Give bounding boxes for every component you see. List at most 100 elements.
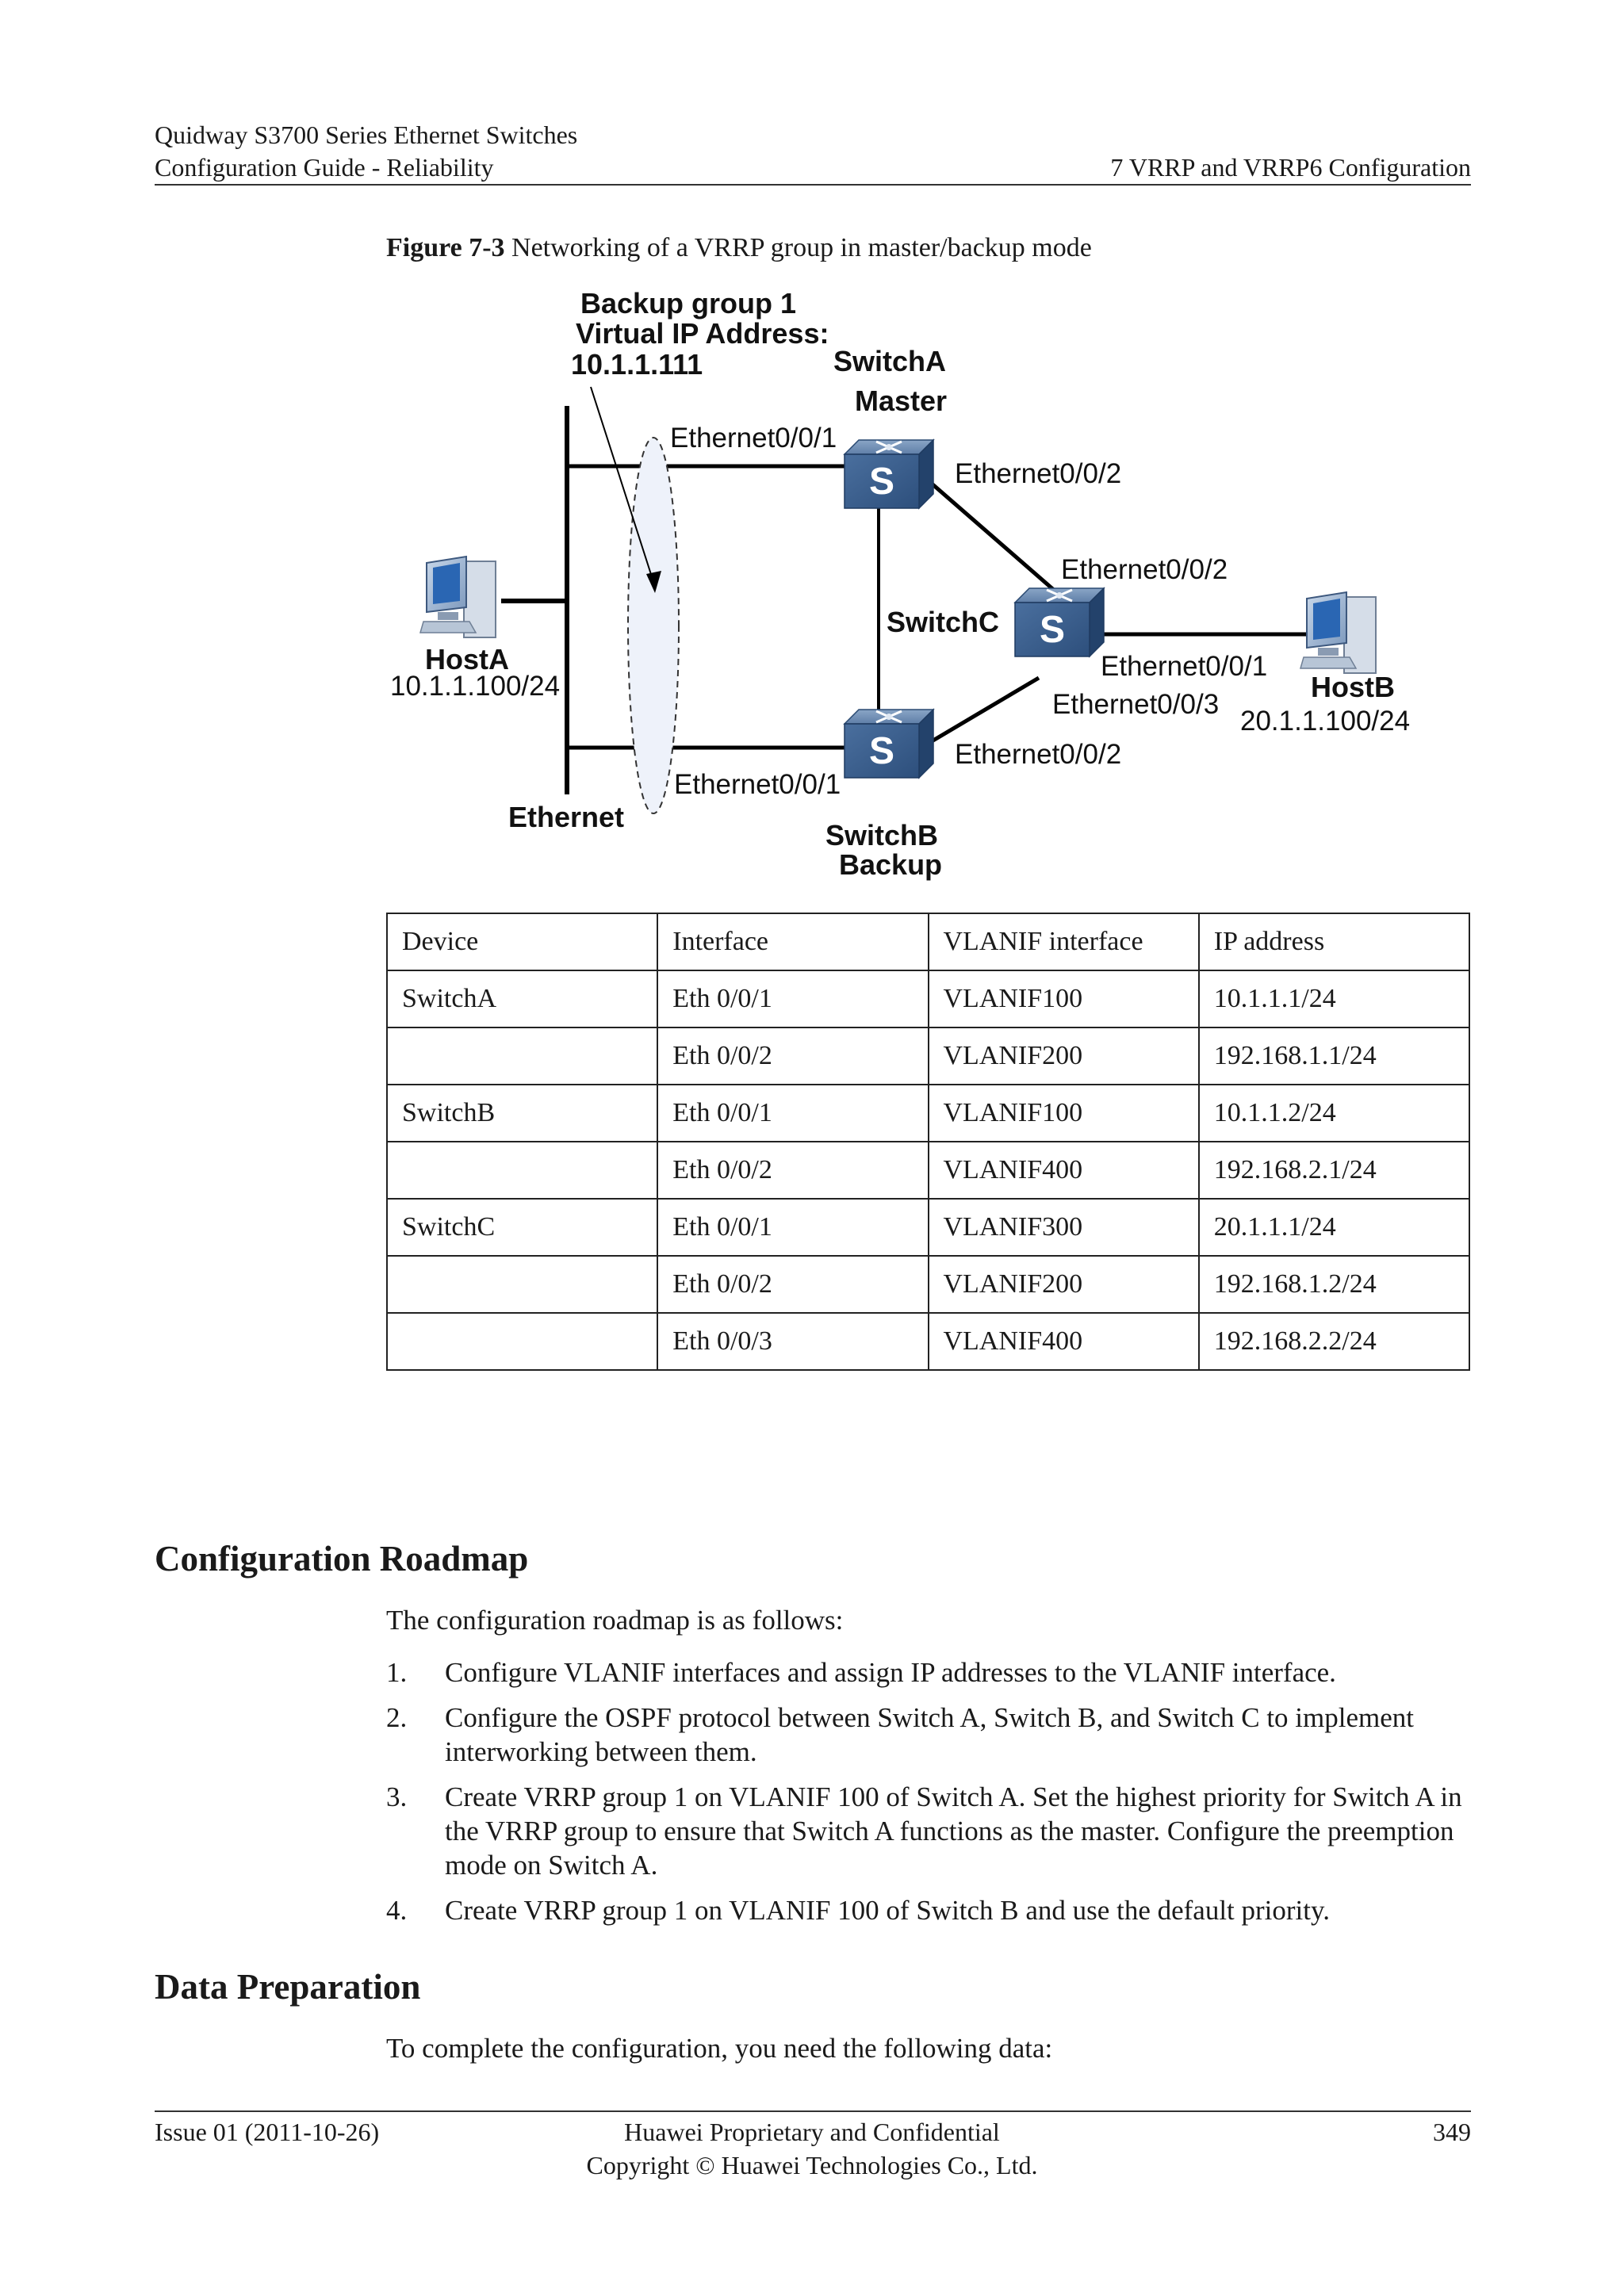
- table-header-cell: Device: [385, 913, 659, 971]
- header-rule: [155, 184, 1471, 186]
- switch-a-icon: S: [843, 438, 935, 510]
- switch-b-icon: S: [843, 708, 935, 779]
- table-row: Eth 0/0/2 VLANIF400 192.168.2.1/24: [385, 1141, 1471, 1200]
- table-row: SwitchB Eth 0/0/1 VLANIF100 10.1.1.2/24: [385, 1084, 1471, 1142]
- roadmap-steps: 1. Configure VLANIF interfaces and assign…: [386, 1655, 1473, 1938]
- master-label: Master: [855, 385, 947, 417]
- table-cell: [385, 1027, 659, 1085]
- table-row: Eth 0/0/2 VLANIF200 192.168.1.2/24: [385, 1255, 1471, 1314]
- list-item: 2. Configure the OSPF protocol between Sw…: [386, 1701, 1473, 1769]
- footer-page-number: 349: [1433, 2118, 1471, 2146]
- step-number: 2.: [386, 1702, 408, 1733]
- switch-c-eth3-label: Ethernet0/0/3: [1052, 689, 1219, 720]
- switch-c-eth1-label: Ethernet0/0/1: [1101, 651, 1267, 682]
- virtual-ip-label: Virtual IP Address:: [576, 317, 829, 350]
- backup-group-label: Backup group 1: [580, 287, 796, 320]
- table-header-row: Device Interface VLANIF interface IP add…: [385, 913, 1471, 971]
- vrrp-group-ellipse: [627, 437, 680, 814]
- switch-c-eth2-label: Ethernet0/0/2: [1061, 554, 1228, 585]
- table-header-cell: VLANIF interface: [927, 913, 1200, 971]
- link-switchb-switchc: [930, 675, 1040, 744]
- switch-b-eth1-label: Ethernet0/0/1: [674, 769, 841, 800]
- table-cell: VLANIF100: [927, 1084, 1200, 1142]
- table-header-cell: Interface: [657, 913, 929, 971]
- table-cell: VLANIF400: [927, 1312, 1200, 1371]
- figure-caption: Figure 7-3 Networking of a VRRP group in…: [386, 233, 1092, 263]
- switch-a-eth1-label: Ethernet0/0/1: [670, 423, 837, 453]
- step-text: Create VRRP group 1 on VLANIF 100 of Swi…: [445, 1781, 1462, 1881]
- table-cell: VLANIF400: [927, 1141, 1200, 1200]
- table-cell: Eth 0/0/2: [657, 1255, 929, 1314]
- host-a-ip: 10.1.1.100/24: [390, 671, 560, 702]
- table-cell: 10.1.1.1/24: [1197, 970, 1471, 1028]
- network-diagram: S S S Backup group 1 Virtual IP Addre: [390, 287, 1410, 881]
- virtual-ip-arrow: [590, 386, 656, 587]
- list-item: 4. Create VRRP group 1 on VLANIF 100 of S…: [386, 1893, 1473, 1927]
- host-b-ip: 20.1.1.100/24: [1240, 706, 1410, 737]
- switch-b-label: SwitchB: [825, 819, 938, 851]
- backup-label: Backup: [839, 848, 942, 881]
- table-cell: VLANIF200: [927, 1255, 1200, 1314]
- data-prep-heading: Data Preparation: [155, 1967, 421, 2007]
- footer-copyright: Copyright © Huawei Technologies Co., Ltd…: [586, 2151, 1038, 2179]
- switch-b-glyph: S: [869, 730, 894, 772]
- step-text: Configure the OSPF protocol between Swit…: [445, 1702, 1414, 1767]
- table-cell: 192.168.1.1/24: [1197, 1027, 1471, 1085]
- table-cell: 20.1.1.1/24: [1197, 1198, 1471, 1257]
- switch-a-glyph: S: [869, 461, 894, 503]
- switch-c-icon: S: [1013, 587, 1105, 658]
- list-item: 3.Create VRRP group 1 on VLANIF 100 of S…: [386, 1780, 1473, 1882]
- switch-b-eth2-label: Ethernet0/0/2: [955, 739, 1121, 770]
- table-cell: 192.168.2.2/24: [1197, 1312, 1471, 1371]
- table-cell: VLANIF100: [927, 970, 1200, 1028]
- data-prep-intro: To complete the configuration, you need …: [386, 2033, 1053, 2064]
- table-cell: SwitchC: [385, 1198, 659, 1257]
- host-a-label: HostA: [425, 643, 509, 675]
- roadmap-intro: The configuration roadmap is as follows:: [386, 1605, 844, 1636]
- footer-rule: [155, 2110, 1471, 2112]
- table-row: SwitchA Eth 0/0/1 VLANIF100 10.1.1.1/24: [385, 970, 1471, 1028]
- table-row: Eth 0/0/3 VLANIF400 192.168.2.2/24: [385, 1312, 1471, 1371]
- virtual-ip-value: 10.1.1.111: [571, 348, 703, 381]
- table-row: Eth 0/0/2 VLANIF200 192.168.1.1/24: [385, 1027, 1471, 1085]
- table-cell: 192.168.1.2/24: [1197, 1255, 1471, 1314]
- switch-c-label: SwitchC: [887, 606, 999, 638]
- footer-issue: Issue 01 (2011-10-26): [155, 2118, 380, 2146]
- switch-c-glyph: S: [1040, 609, 1065, 651]
- table-cell: Eth 0/0/1: [657, 1084, 929, 1142]
- host-a-pc-icon: [419, 555, 496, 638]
- virtual-ip-arrowhead: [646, 571, 661, 593]
- roadmap-heading: Configuration Roadmap: [155, 1539, 529, 1578]
- footer-confidential: Huawei Proprietary and Confidential: [624, 2118, 1000, 2146]
- switch-a-label: SwitchA: [833, 345, 946, 377]
- table-cell: Eth 0/0/1: [657, 970, 929, 1028]
- table-cell: Eth 0/0/3: [657, 1312, 929, 1371]
- table-cell: SwitchA: [385, 970, 659, 1028]
- list-item: 1. Configure VLANIF interfaces and assign…: [386, 1655, 1473, 1689]
- step-text: Configure VLANIF interfaces and assign I…: [445, 1657, 1336, 1688]
- table-cell: SwitchB: [385, 1084, 659, 1142]
- figure-title: Networking of a VRRP group in master/bac…: [511, 233, 1092, 262]
- link-switcha-switchc: [930, 482, 1056, 592]
- table-cell: VLANIF200: [927, 1027, 1200, 1085]
- table-cell: 192.168.2.1/24: [1197, 1141, 1471, 1200]
- step-number: 1.: [386, 1657, 408, 1688]
- header-chapter: 7 VRRP and VRRP6 Configuration: [1110, 153, 1471, 182]
- step-text: Create VRRP group 1 on VLANIF 100 of Swi…: [445, 1895, 1330, 1926]
- host-b-pc-icon: [1300, 591, 1377, 674]
- table-cell: [385, 1312, 659, 1371]
- table-cell: VLANIF300: [927, 1198, 1200, 1257]
- table-cell: Eth 0/0/2: [657, 1027, 929, 1085]
- table-header-cell: IP address: [1197, 913, 1471, 971]
- table-cell: [385, 1141, 659, 1200]
- table-row: SwitchC Eth 0/0/1 VLANIF300 20.1.1.1/24: [385, 1198, 1471, 1257]
- header-product: Quidway S3700 Series Ethernet Switches: [155, 121, 578, 149]
- table-cell: 10.1.1.2/24: [1197, 1084, 1471, 1142]
- host-b-label: HostB: [1311, 671, 1395, 703]
- table-cell: Eth 0/0/1: [657, 1198, 929, 1257]
- figure-number: Figure 7-3: [386, 233, 505, 262]
- interface-table: Device Interface VLANIF interface IP add…: [385, 913, 1471, 1371]
- step-number: 4.: [386, 1895, 408, 1926]
- switch-a-eth2-label: Ethernet0/0/2: [955, 458, 1121, 489]
- table-cell: Eth 0/0/2: [657, 1141, 929, 1200]
